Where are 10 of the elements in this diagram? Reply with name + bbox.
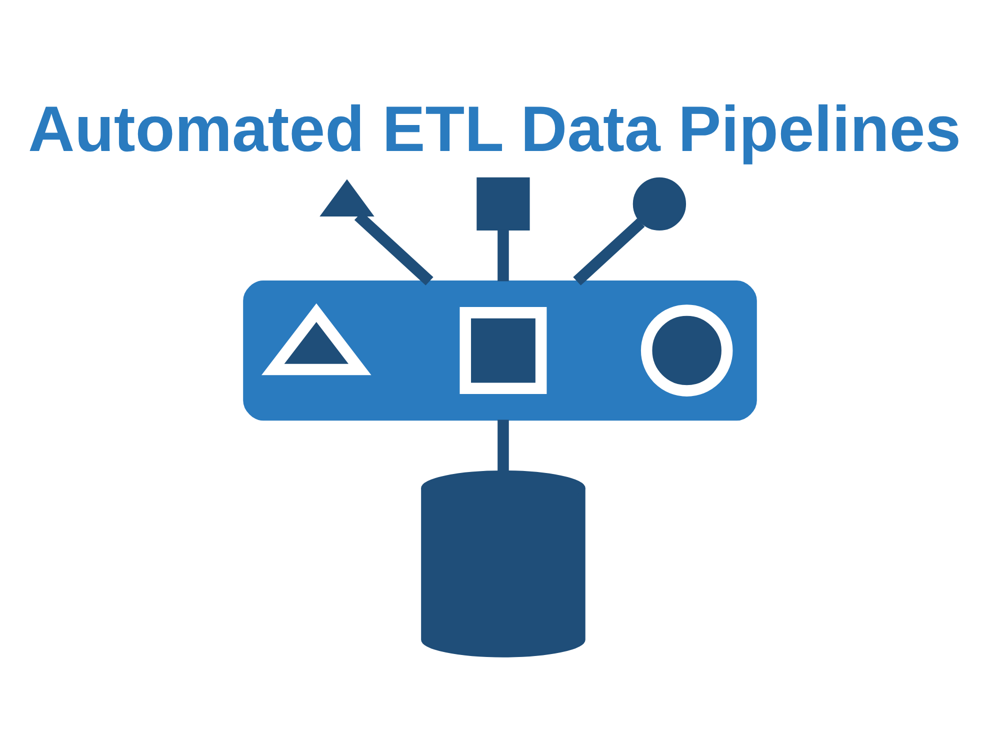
connector <box>573 218 645 285</box>
node-triangle <box>320 178 374 216</box>
diagram-title: Automated ETL Data Pipelines <box>28 92 961 164</box>
node-box <box>460 306 547 394</box>
node-circle <box>640 304 733 396</box>
node-triangle <box>261 302 372 375</box>
connector <box>498 229 509 281</box>
node-circle <box>632 176 686 230</box>
node-box <box>476 176 530 230</box>
connector <box>498 419 509 471</box>
